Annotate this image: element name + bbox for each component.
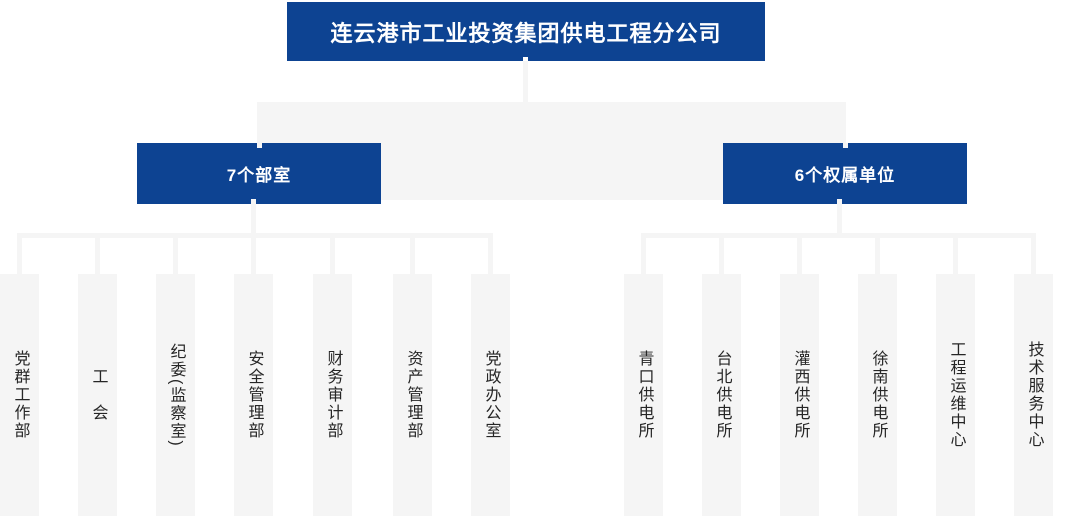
group-connector-notch-left (256, 143, 262, 148)
root-connector-notch (522, 57, 528, 61)
leaf-node-dept-4: 安全管理部 (234, 274, 273, 516)
leaf-node-unit-3: 灌西供电所 (780, 274, 819, 516)
group-connector-line-right (837, 199, 842, 238)
group-connector-line-left (251, 199, 256, 274)
leaf-node-dept-6: 资产管理部 (393, 274, 432, 516)
leaf-label: 资产管理部 (404, 350, 422, 440)
group-node-units: 6个权属单位 (723, 143, 967, 204)
root-node: 连云港市工业投资集团供电工程分公司 (287, 2, 765, 61)
leaf-node-dept-5: 财务审计部 (313, 274, 352, 516)
leaf-label: 技术服务中心 (1025, 341, 1043, 449)
group-node-departments: 7个部室 (137, 143, 381, 204)
leaf-node-dept-1: 党群工作部 (0, 274, 39, 516)
leaf-connector-line (641, 237, 646, 274)
leaf-node-unit-6: 技术服务中心 (1014, 274, 1053, 516)
leaf-label: 工程运维中心 (947, 341, 965, 449)
leaf-node-unit-1: 青口供电所 (624, 274, 663, 516)
leaf-connector-line (719, 237, 724, 274)
leaf-connector-line (410, 237, 415, 274)
root-connector-line (522, 61, 528, 102)
leaf-connector-line (173, 237, 178, 274)
leaf-node-dept-2: 工 会 (78, 274, 117, 516)
leaf-label: 青口供电所 (635, 350, 653, 440)
leaf-connector-line (17, 237, 22, 274)
leaf-label: 党群工作部 (11, 350, 29, 440)
leaf-connector-line (488, 237, 493, 274)
leaf-connector-line (797, 237, 802, 274)
leaf-label: 纪委(监察室) (167, 342, 185, 448)
leaf-connector-line (1031, 237, 1036, 274)
leaf-node-dept-3: 纪委(监察室) (156, 274, 195, 516)
leaf-connector-line (875, 237, 880, 274)
leaf-connector-line (95, 237, 100, 274)
leaf-node-dept-7: 党政办公室 (471, 274, 510, 516)
leaf-label: 灌西供电所 (791, 350, 809, 440)
leaf-label: 工 会 (89, 368, 107, 422)
leaf-label: 安全管理部 (245, 350, 263, 440)
leaf-label: 财务审计部 (324, 350, 342, 440)
leaf-node-unit-2: 台北供电所 (702, 274, 741, 516)
leaf-label: 徐南供电所 (869, 350, 887, 440)
leaf-connector-line (953, 237, 958, 274)
leaf-label: 党政办公室 (482, 350, 500, 440)
group-node-departments-label: 7个部室 (226, 166, 292, 185)
root-node-label: 连云港市工业投资集团供电工程分公司 (330, 20, 722, 46)
group-node-units-label: 6个权属单位 (794, 166, 896, 185)
leaf-node-unit-4: 徐南供电所 (858, 274, 897, 516)
group-connector-notch-right (842, 143, 848, 148)
leaf-connector-line (330, 237, 335, 274)
leaf-label: 台北供电所 (713, 350, 731, 440)
leaf-node-unit-5: 工程运维中心 (936, 274, 975, 516)
